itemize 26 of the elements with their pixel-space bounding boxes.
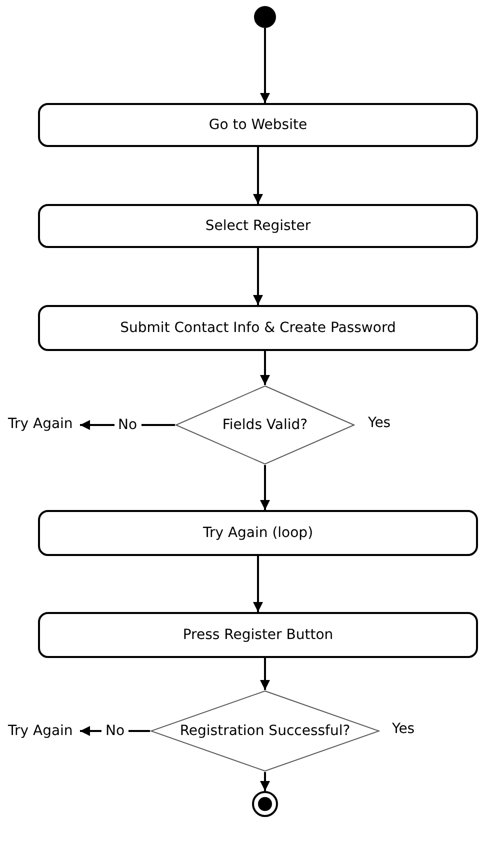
node-label: Try Again [8, 414, 73, 434]
action-box [38, 612, 478, 658]
node-label: Select Register [205, 216, 311, 236]
action-box [38, 103, 478, 147]
start-node [254, 6, 276, 28]
node-label: Try Again [8, 722, 73, 740]
node-label: Try Again (loop) [202, 524, 314, 542]
arrow [253, 556, 263, 612]
node-label: Submit Contact Info & Create Password [120, 318, 396, 338]
end-node [252, 791, 278, 817]
arrow [253, 147, 263, 204]
arrow [260, 465, 270, 510]
arrow [260, 772, 270, 791]
node-label: Registration Successful? [180, 722, 350, 740]
node-label: Press Register Button [182, 626, 334, 644]
branch-label: Yes [392, 720, 415, 738]
node-label: Go to Website [208, 116, 308, 134]
arrow [260, 351, 270, 385]
arrow [253, 248, 263, 305]
arrow [260, 28, 270, 103]
branch-label: Yes [368, 414, 391, 432]
action-box [38, 204, 478, 248]
node-label: Fields Valid? [222, 416, 308, 434]
action-box [38, 510, 478, 556]
action-box [38, 305, 478, 351]
arrow [260, 658, 270, 690]
